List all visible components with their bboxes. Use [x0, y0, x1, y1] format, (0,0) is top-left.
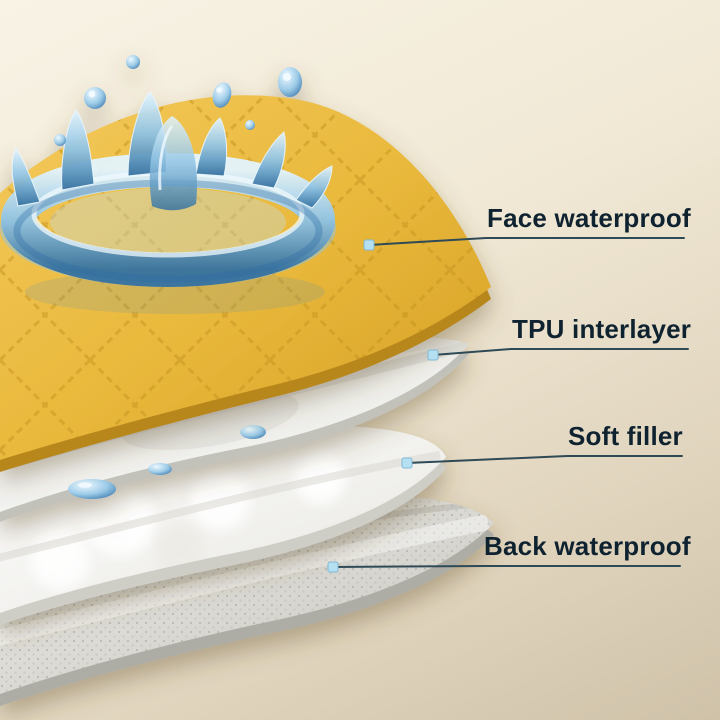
leader-line-back-waterproof: [332, 565, 681, 568]
leader-line-tpu-interlayer: [432, 348, 689, 356]
water-droplets-above: [54, 55, 302, 146]
leader-line-face-waterproof: [368, 237, 685, 246]
layer-marker-filler: [401, 457, 413, 469]
layer-marker-face: [363, 239, 375, 251]
label-face-waterproof: Face waterproof: [487, 203, 691, 233]
filler-fluff-texture: [0, 451, 441, 590]
splash-crown-spikes: [11, 91, 333, 209]
label-tpu-interlayer: TPU interlayer: [512, 314, 692, 344]
water-splash-illustration: [0, 55, 336, 314]
leader-lines: [332, 237, 689, 568]
layer-face-waterproof: [0, 55, 491, 473]
label-soft-filler: Soft filler: [568, 421, 683, 451]
label-back-waterproof: Back waterproof: [484, 531, 691, 561]
layer-marker-back: [327, 561, 339, 573]
leader-line-soft-filler: [406, 455, 683, 464]
splash-center-plume: [149, 116, 197, 211]
layer-marker-tpu: [427, 349, 439, 361]
layer-markers: [327, 239, 439, 573]
